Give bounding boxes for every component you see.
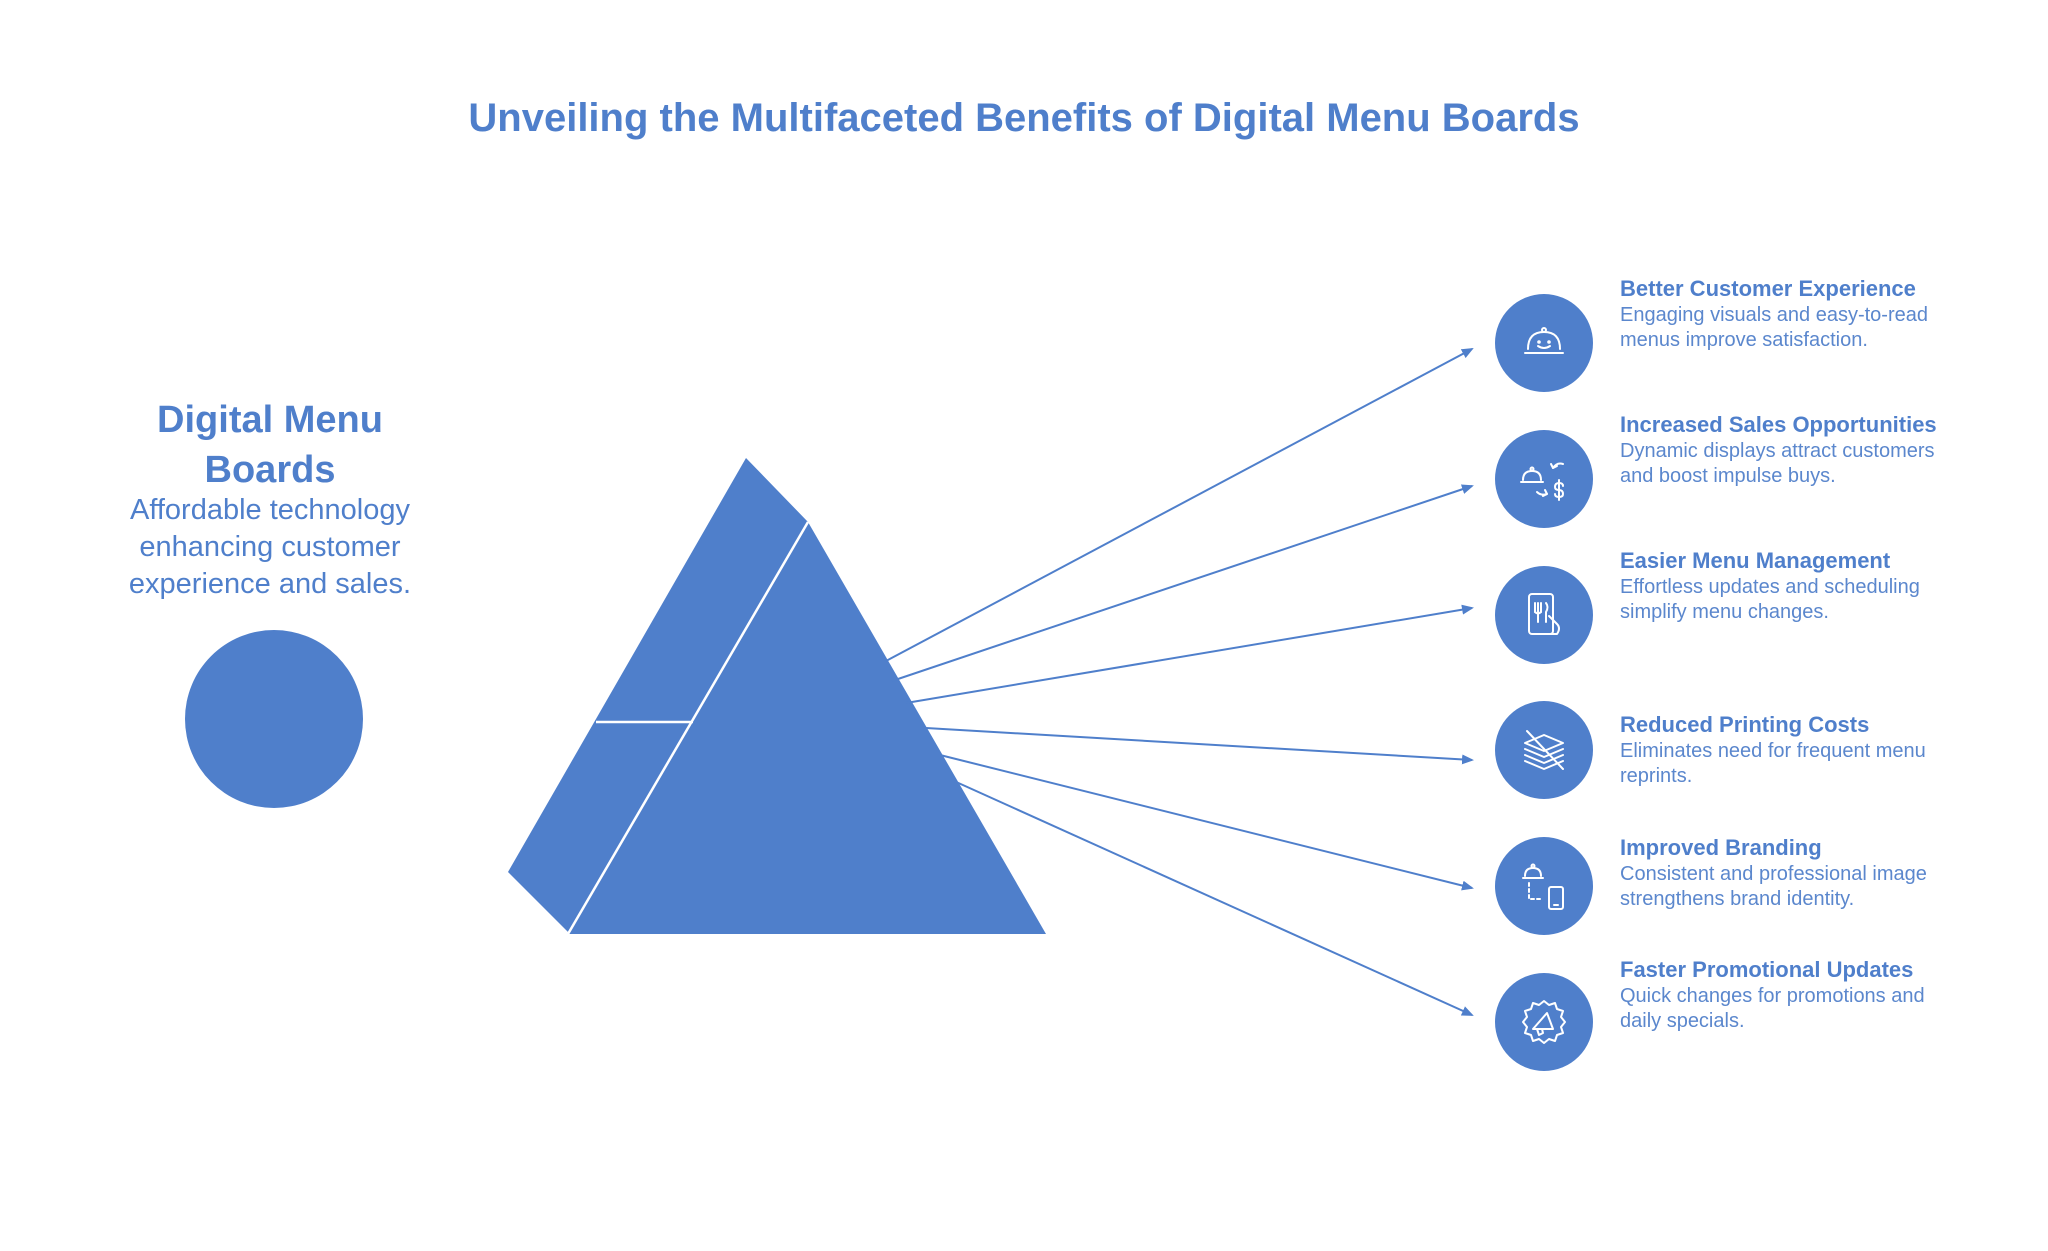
benefit-5-badge bbox=[1495, 837, 1593, 935]
benefit-2: Increased Sales Opportunities Dynamic di… bbox=[1620, 410, 1940, 489]
source-description: Affordable technology enhancing customer… bbox=[128, 494, 412, 600]
benefit-4: Reduced Printing Costs Eliminates need f… bbox=[1620, 710, 1940, 789]
benefit-1-title: Better Customer Experience bbox=[1620, 276, 1916, 301]
benefit-2-badge bbox=[1495, 430, 1593, 528]
tablet-menu-icon bbox=[1528, 593, 1560, 635]
megaphone-badge-icon bbox=[1522, 1000, 1566, 1044]
benefit-1: Better Customer Experience Engaging visu… bbox=[1620, 274, 1940, 353]
benefit-2-title: Increased Sales Opportunities bbox=[1620, 412, 1937, 437]
arrow-2 bbox=[891, 484, 1474, 682]
smiling-cloche-icon bbox=[1524, 327, 1564, 354]
source-circle bbox=[185, 630, 363, 808]
benefit-5: Improved Branding Consistent and profess… bbox=[1620, 833, 1940, 912]
arrow-1 bbox=[885, 348, 1474, 662]
benefit-2-description: Dynamic displays attract customers and b… bbox=[1620, 440, 1935, 487]
benefit-3-description: Effortless updates and scheduling simpli… bbox=[1620, 576, 1920, 623]
benefit-6: Faster Promotional Updates Quick changes… bbox=[1620, 955, 1940, 1034]
benefit-4-description: Eliminates need for frequent menu reprin… bbox=[1620, 740, 1926, 787]
cloche-to-phone-icon bbox=[1522, 863, 1564, 910]
arrow-5 bbox=[939, 754, 1474, 891]
benefit-6-description: Quick changes for promotions and daily s… bbox=[1620, 985, 1925, 1032]
arrow-4 bbox=[925, 727, 1474, 765]
prism-front-face bbox=[568, 522, 1046, 934]
benefit-1-description: Engaging visuals and easy-to-read menus … bbox=[1620, 304, 1928, 351]
diagram-title: Unveiling the Multifaceted Benefits of D… bbox=[468, 96, 1580, 140]
benefit-6-badge bbox=[1495, 973, 1593, 1071]
arrow-3 bbox=[905, 604, 1474, 704]
benefit-3-title: Easier Menu Management bbox=[1620, 548, 1891, 573]
arrows bbox=[885, 348, 1474, 1016]
benefit-4-title: Reduced Printing Costs bbox=[1620, 712, 1870, 737]
benefit-1-badge bbox=[1495, 294, 1593, 392]
no-paper-stack-icon bbox=[1524, 730, 1564, 770]
benefit-6-title: Faster Promotional Updates bbox=[1620, 957, 1914, 982]
prism-left-face bbox=[508, 458, 808, 932]
benefit-5-title: Improved Branding bbox=[1620, 835, 1822, 860]
benefit-4-badge bbox=[1495, 701, 1593, 799]
benefit-5-description: Consistent and professional image streng… bbox=[1620, 863, 1927, 910]
benefit-3: Easier Menu Management Effortless update… bbox=[1620, 546, 1940, 625]
arrow-6 bbox=[953, 780, 1474, 1016]
benefit-3-badge bbox=[1495, 566, 1593, 664]
prism-edge bbox=[566, 521, 810, 935]
cloche-dollar-exchange-icon bbox=[1520, 462, 1564, 501]
source-title: Digital Menu Boards bbox=[157, 399, 383, 491]
prism bbox=[508, 458, 1046, 935]
